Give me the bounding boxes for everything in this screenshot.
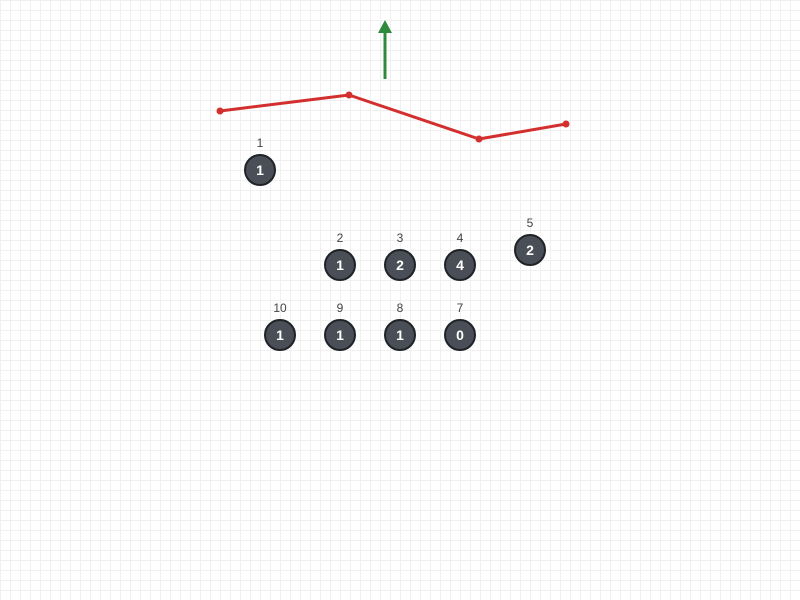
node-index-label: 2 <box>336 231 344 245</box>
node-circle[interactable]: 1 <box>324 319 356 351</box>
node-index-label: 5 <box>526 216 534 230</box>
node-circle[interactable]: 2 <box>384 249 416 281</box>
path-vertex <box>475 135 483 143</box>
node-index-label: 1 <box>256 136 264 150</box>
node-index-label: 4 <box>456 231 464 245</box>
path-vertex <box>562 120 570 128</box>
node-circle[interactable]: 1 <box>324 249 356 281</box>
node-circle[interactable]: 1 <box>384 319 416 351</box>
node-index-label: 3 <box>396 231 404 245</box>
path-vertex <box>216 107 224 115</box>
node-circle[interactable]: 1 <box>244 154 276 186</box>
node-index-label: 7 <box>456 301 464 315</box>
node-circle[interactable]: 0 <box>444 319 476 351</box>
red-path-line <box>218 93 568 141</box>
node-circle[interactable]: 4 <box>444 249 476 281</box>
node-index-label: 10 <box>273 301 287 315</box>
up-arrow-icon <box>378 20 392 79</box>
node-index-label: 8 <box>396 301 404 315</box>
node-index-label: 9 <box>336 301 344 315</box>
path-vertex <box>345 91 353 99</box>
node-circle[interactable]: 2 <box>514 234 546 266</box>
node-circle[interactable]: 1 <box>264 319 296 351</box>
